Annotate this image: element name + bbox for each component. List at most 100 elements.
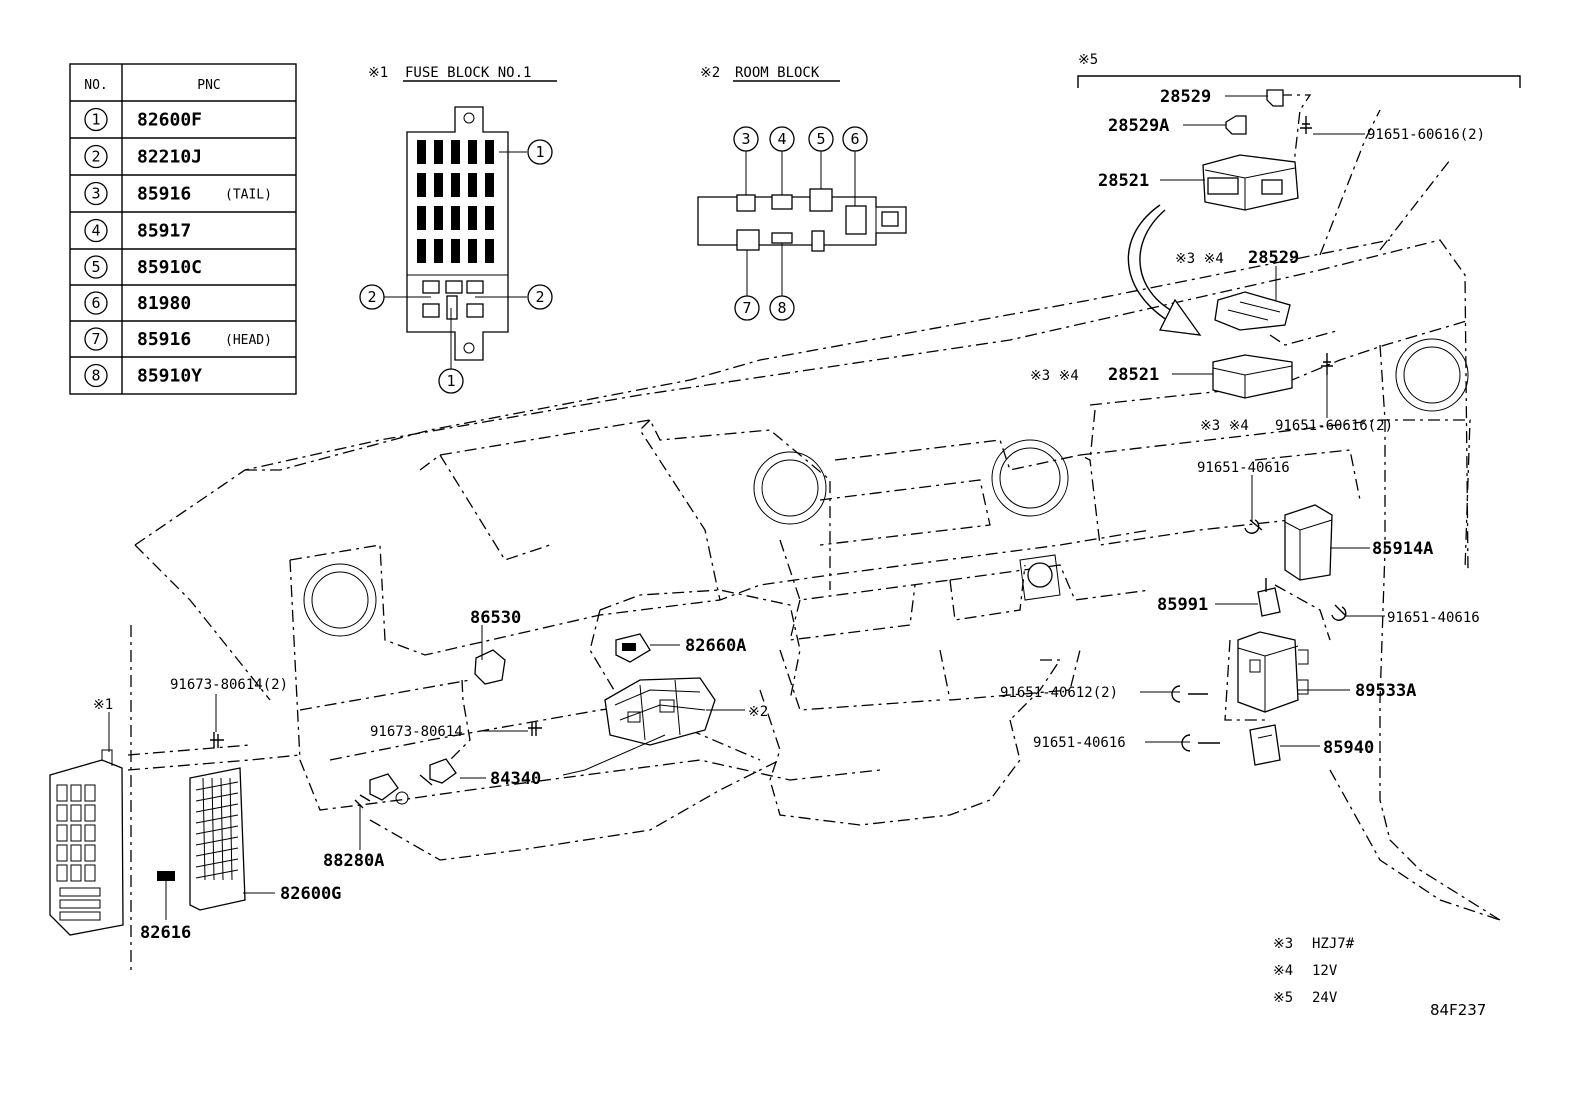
row-number: 2 [91,148,100,166]
label-85914a: 85914A [1372,539,1433,559]
fuse-slot [434,206,443,230]
room-callout-4: 4 [777,130,786,148]
fuse-cell [84,864,96,882]
row-number: 7 [91,330,100,348]
cover-rib [211,777,215,881]
room-callout-8: 8 [777,299,786,317]
fuse-block-title: FUSE BLOCK NO.1 [405,65,531,81]
dashboard-outline [127,75,1521,970]
cover-rib [195,858,239,868]
row-pnc: 85910C [137,257,202,278]
fuse-slot [451,206,460,230]
fuse-slot [468,140,477,164]
relay-cell [59,887,101,897]
cover-rib [220,777,224,881]
part-labels: ※5 28529 28529A 91651-60616(2) 28521 ※3 … [93,52,1485,943]
label-91651-60616-2-top: 91651-60616(2) [1367,127,1485,143]
label-85940: 85940 [1323,738,1374,758]
fuse-cell [56,784,68,802]
fuse-cell [70,824,82,842]
row-number-circle [84,255,108,279]
label-91651-40616-a: 91651-40616 [1197,460,1290,476]
fuse-slot [417,239,426,263]
fuse-block-mark: ※1 [368,65,388,81]
row-pnc: 81980 [137,293,191,314]
fuse-block-cells [56,784,101,921]
cover-grid [195,777,239,881]
fuse-slot [485,173,494,197]
fuse-slot [468,173,477,197]
row-number: 4 [91,222,100,240]
label-91651-40612-2: 91651-40612(2) [1000,685,1118,701]
relay-cell [59,911,101,921]
room-block-mark: ※2 [700,65,720,81]
row-number: 5 [91,258,100,276]
fuse-cell [70,844,82,862]
fuse-slot [451,239,460,263]
fuse-slot [468,206,477,230]
label-91651-40616-c: 91651-40616 [1033,735,1126,751]
room-block-inset: ※2 ROOM BLOCK 3 4 5 6 7 8 [697,65,907,321]
label-28529: 28529 [1160,87,1211,107]
fuse-cell [84,784,96,802]
mark-3-4-28529: ※3 ※4 [1175,251,1224,267]
row-pnc: 85916 [137,184,191,205]
fuse-cell [70,804,82,822]
fuse-slot [451,173,460,197]
label-28521: 28521 [1098,171,1149,191]
label-84340: 84340 [490,769,541,789]
fuse-slot [417,173,426,197]
figure-id: 84F237 [1430,1001,1486,1019]
label-82616: 82616 [140,923,191,943]
row-note: (HEAD) [225,333,272,348]
fuse-slot [485,140,494,164]
mark-1: ※1 [93,697,113,713]
mark-3-4-91651: ※3 ※4 [1200,418,1249,434]
fuse-slot [417,140,426,164]
table-header-no: NO. [84,78,107,93]
fuse-callout-1-bottom: 1 [446,372,455,390]
mark-2: ※2 [748,704,768,720]
label-91673-80614-2: 91673-80614(2) [170,677,288,693]
label-82600g: 82600G [280,884,341,904]
mark-5: ※5 [1078,52,1098,68]
fuse-slot [468,239,477,263]
label-28529a: 28529A [1108,116,1169,136]
fuse-cell [84,844,96,862]
fuse-grid [417,140,494,263]
row-number: 6 [91,294,100,312]
row-number: 8 [91,367,100,385]
cover-rib [202,777,206,881]
row-number-circle [84,327,108,351]
room-callout-6: 6 [850,130,859,148]
label-91651-60616-2-b: 91651-60616(2) [1275,418,1393,434]
fuse-cell [84,824,96,842]
row-pnc: 85917 [137,221,191,242]
label-28521-b: 28521 [1108,365,1159,385]
legend-text-4: 12V [1312,963,1338,979]
legend-mark-4: ※4 [1273,963,1293,979]
fuse-callout-2-right: 2 [535,288,544,306]
label-28529-b: 28529 [1248,248,1299,268]
row-number-circle [84,363,108,388]
label-82660a: 82660A [685,636,746,656]
fuse-cell [56,844,68,862]
room-block-title: ROOM BLOCK [735,65,820,81]
fuse-cell [70,864,82,882]
fuse-slot [434,173,443,197]
fuse-cell [70,784,82,802]
label-91673-80614: 91673-80614 [370,724,463,740]
row-note: (TAIL) [225,188,272,203]
label-91651-40616-b: 91651-40616 [1387,610,1480,626]
fuse-slot [451,140,460,164]
fuse-slot [434,140,443,164]
fuse-slot [434,239,443,263]
row-number: 3 [91,185,100,203]
fuse-slot [417,206,426,230]
fuse-callout-2-left: 2 [367,288,376,306]
label-85991: 85991 [1157,595,1208,615]
relay-cell [59,899,101,909]
row-pnc: 85916 [137,329,191,350]
